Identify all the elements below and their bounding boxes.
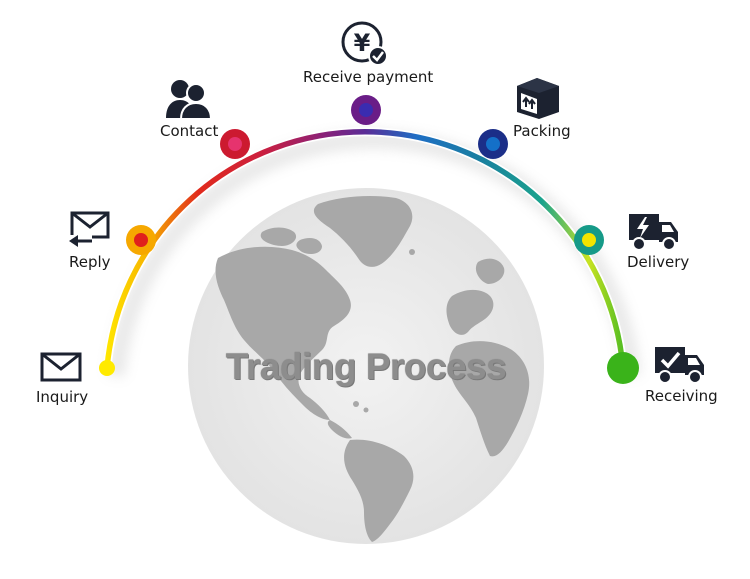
step-label-delivery: Delivery [627,253,690,271]
step-node-receiving [607,352,639,384]
process-arc [104,128,626,371]
people-icon [166,80,212,120]
step-label-receive-payment: Receive payment [303,68,434,86]
step-node-packing [478,129,508,159]
svg-text:¥: ¥ [354,29,371,57]
step-label-packing: Packing [513,122,571,140]
envelope-reply-icon [69,211,110,247]
box-icon [517,78,559,119]
step-label-contact: Contact [160,122,219,140]
yen-coin-icon: ¥ [341,21,388,66]
truck-lightning-icon [629,214,678,251]
step-label-inquiry: Inquiry [36,388,89,406]
globe [188,188,544,544]
step-node-reply [126,225,156,255]
step-label-receiving: Receiving [645,387,718,405]
step-node-inquiry [99,360,115,376]
envelope-icon [40,352,82,382]
diagram-title: Trading Process [225,346,507,387]
continents [215,196,530,542]
step-node-contact [220,129,250,159]
step-label-reply: Reply [69,253,111,271]
truck-check-icon [655,347,704,384]
step-node-receive-payment [351,95,381,125]
step-node-delivery [574,225,604,255]
